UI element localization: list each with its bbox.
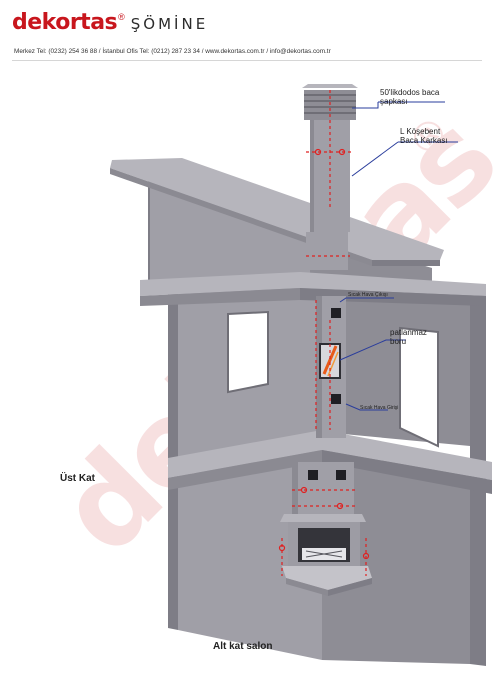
callout-hot-air-inlet: Sıcak Hava Girişi <box>360 405 399 411</box>
upper-floor-slab <box>140 272 486 306</box>
callout-angle-frame: L Köşebent Baca Karkası <box>400 127 448 145</box>
fireplace <box>280 462 372 596</box>
brand-logo: dekortas <box>12 10 118 35</box>
callout-chimney-cap-text: 50'likdodos baca şapkası <box>380 88 440 106</box>
callout-insulated-pipe-text: patlanmaz boru <box>390 328 427 346</box>
header-divider <box>12 60 482 61</box>
middle-floor-slab <box>168 430 492 494</box>
floor-label-upper: Üst Kat <box>60 473 96 484</box>
floor-label-lower: Alt kat salon <box>213 641 273 652</box>
window-right <box>399 326 439 448</box>
brand-subtitle: ŞÖMİNE <box>130 15 209 33</box>
callout-hot-air-outlet: Sıcak Hava Çıkışı <box>348 292 388 298</box>
frame-annotation-markers <box>278 90 370 576</box>
callout-chimney-cap: 50'likdodos baca şapkası <box>380 88 439 106</box>
brand-registered-mark: ® <box>118 12 125 22</box>
window-left <box>227 310 269 394</box>
callout-angle-frame-text: L Köşebent Baca Karkası <box>400 127 448 145</box>
callout-insulated-pipe: patlanmaz boru <box>390 328 427 346</box>
contact-line: Merkez Tel: (0232) 254 36 88 / İstanbul … <box>14 48 331 55</box>
callout-leader-lines <box>339 101 458 411</box>
brand-header: dekortas ® ŞÖMİNE <box>12 10 208 35</box>
